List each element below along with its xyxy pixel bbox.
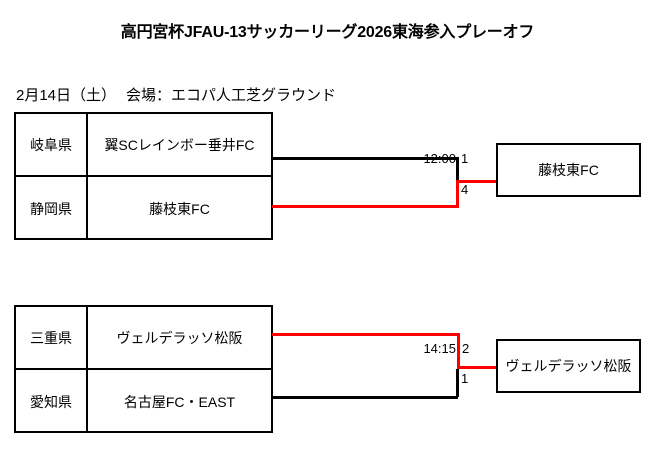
bracket-line-top-semifinal-1	[272, 157, 458, 160]
bracket-line-to-winner-semifinal-1	[456, 180, 498, 183]
table-row: 静岡県 藤枝東FC	[16, 177, 271, 240]
table-row: 三重県 ヴェルデラッソ松阪	[16, 307, 271, 370]
team-prefecture: 静岡県	[16, 177, 88, 240]
team-prefecture: 愛知県	[16, 370, 88, 433]
bracket-line-vertical-bottom-semifinal-2	[456, 369, 459, 397]
team-name: 翼SCレインボー垂井FC	[104, 136, 255, 153]
match-table-semifinal-1: 岐阜県 翼SCレインボー垂井FC 静岡県 藤枝東FC	[14, 112, 273, 240]
winner-box-semifinal-1: 藤枝東FC	[496, 143, 641, 197]
score-bottom-semifinal-1: 4	[461, 182, 469, 197]
table-row: 岐阜県 翼SCレインボー垂井FC	[16, 114, 271, 177]
score-top-semifinal-2: 2	[462, 341, 470, 356]
bracket-line-to-winner-semifinal-2	[457, 366, 498, 369]
winner-box-semifinal-2: ヴェルデラッソ松阪	[496, 339, 641, 393]
team-prefecture: 三重県	[16, 307, 88, 368]
kickoff-time-semifinal-1: 12:00	[423, 151, 456, 166]
bracket-line-vertical-top-semifinal-1	[456, 157, 459, 180]
team-name: ヴェルデラッソ松阪	[116, 329, 243, 346]
match-table-semifinal-2: 三重県 ヴェルデラッソ松阪 愛知県 名古屋FC・EAST	[14, 305, 273, 433]
bracket-line-top-semifinal-2	[272, 333, 460, 336]
bracket-line-vertical-top-semifinal-2	[457, 333, 460, 369]
match-date: 2月14日（土）	[16, 87, 117, 104]
table-row: 愛知県 名古屋FC・EAST	[16, 370, 271, 433]
team-prefecture: 岐阜県	[16, 114, 88, 175]
bracket-line-bottom-semifinal-2	[272, 396, 458, 399]
bracket-line-bottom-semifinal-1	[272, 205, 458, 208]
kickoff-time-semifinal-2: 14:15	[423, 341, 456, 356]
score-bottom-semifinal-2: 1	[461, 371, 469, 386]
bracket-line-vertical-bottom-semifinal-1	[456, 180, 459, 208]
team-name: 名古屋FC・EAST	[123, 393, 236, 410]
match-info-line: 2月14日（土） 会場：エコパ人工芝グラウンド	[16, 84, 336, 105]
team-name: 藤枝東FC	[149, 200, 210, 217]
match-venue: 会場：エコパ人工芝グラウンド	[126, 87, 337, 104]
page-title: 高円宮杯JFAU-13サッカーリーグ2026東海参入プレーオフ	[120, 24, 535, 41]
score-top-semifinal-1: 1	[461, 151, 469, 166]
